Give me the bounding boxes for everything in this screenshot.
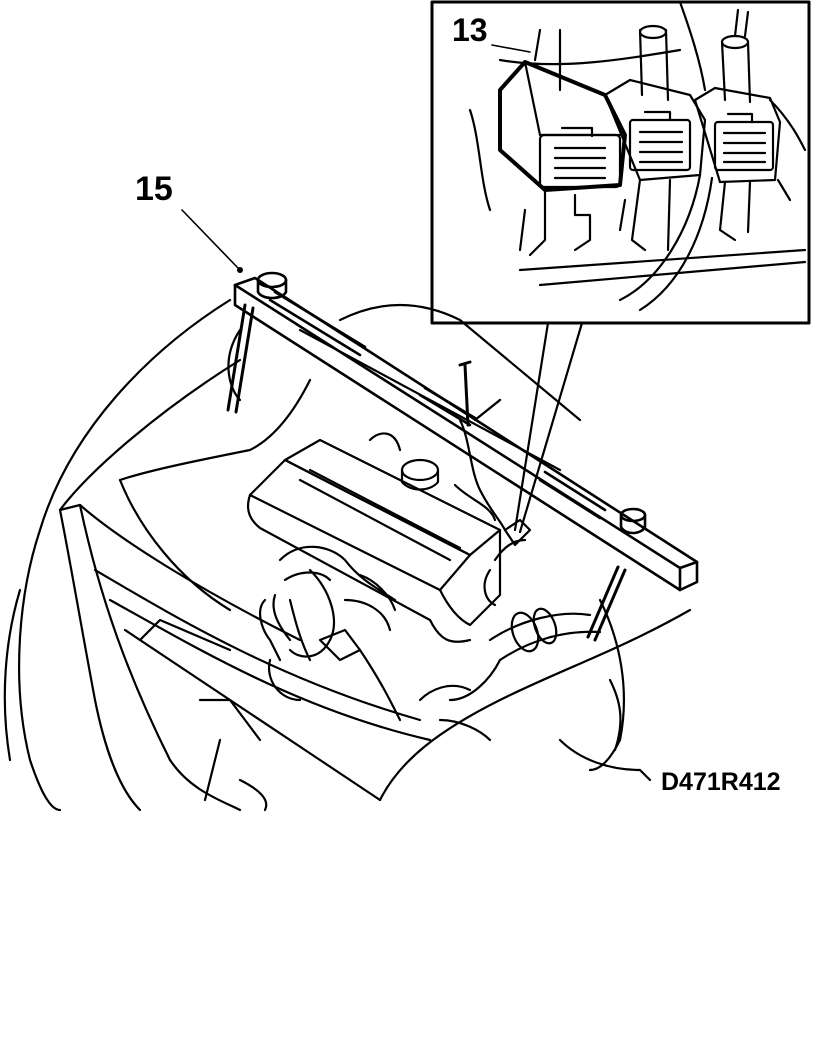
inset-detail <box>432 2 809 532</box>
callout-15: 15 <box>135 170 173 208</box>
engine-block <box>248 420 600 740</box>
callout-13: 13 <box>452 12 488 48</box>
car-body <box>5 300 690 810</box>
figure-code: D471R412 <box>661 768 781 796</box>
leader-line-13 <box>492 45 530 52</box>
leader-line-15 <box>182 210 243 273</box>
support-bar-tool <box>228 273 697 640</box>
